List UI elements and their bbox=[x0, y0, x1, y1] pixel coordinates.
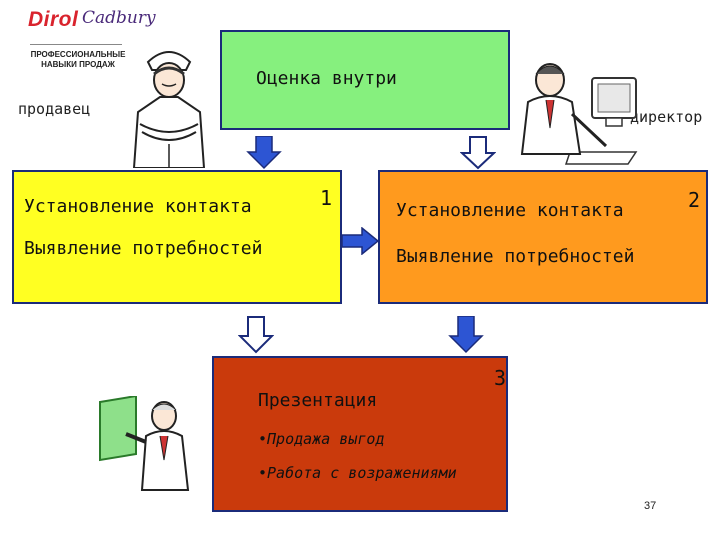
logo-tagline-line2: НАВЫКИ ПРОДАЖ bbox=[41, 60, 115, 69]
arrow-down-filled-icon bbox=[448, 316, 484, 354]
stage3-bullet-benefits: •Продажа выгод bbox=[258, 430, 385, 448]
seller-label: продавец bbox=[18, 100, 91, 118]
director-label: директор bbox=[630, 108, 703, 126]
logo-dirol: Dirol bbox=[28, 8, 79, 31]
presenter-clipart-icon bbox=[99, 396, 190, 491]
arrow-down-outline-icon bbox=[460, 136, 496, 170]
arrow-right-filled-icon bbox=[342, 227, 380, 255]
stage3-box bbox=[212, 356, 508, 512]
stage2-needs: Выявление потребностей bbox=[396, 246, 635, 267]
director-clipart-icon bbox=[520, 63, 638, 165]
arrow-down-outline-icon bbox=[238, 316, 274, 354]
arrow-down-filled-icon bbox=[246, 136, 282, 170]
stage1-contact: Установление контакта bbox=[24, 196, 252, 217]
stage3-title: Презентация bbox=[258, 390, 378, 411]
page-number: 37 bbox=[644, 500, 657, 512]
logo-divider bbox=[30, 44, 122, 45]
logo-tagline: ПРОФЕССИОНАЛЬНЫЕ НАВЫКИ ПРОДАЖ bbox=[22, 50, 134, 70]
logo-tagline-line1: ПРОФЕССИОНАЛЬНЫЕ bbox=[30, 50, 126, 59]
stage3-bullet-objections: •Работа с возражениями bbox=[258, 464, 457, 482]
seller-clipart-icon bbox=[132, 51, 206, 168]
stage3-number: 3 bbox=[494, 366, 507, 390]
stage2-number: 2 bbox=[688, 188, 701, 212]
stage1-number: 1 bbox=[320, 186, 333, 210]
logo-cadbury: Cadbury bbox=[82, 8, 156, 28]
stage1-box bbox=[12, 170, 342, 304]
assessment-title: Оценка внутри bbox=[256, 68, 397, 89]
stage2-contact: Установление контакта bbox=[396, 200, 624, 221]
stage1-needs: Выявление потребностей bbox=[24, 238, 263, 259]
assessment-box bbox=[220, 30, 510, 130]
stage2-box bbox=[378, 170, 708, 304]
